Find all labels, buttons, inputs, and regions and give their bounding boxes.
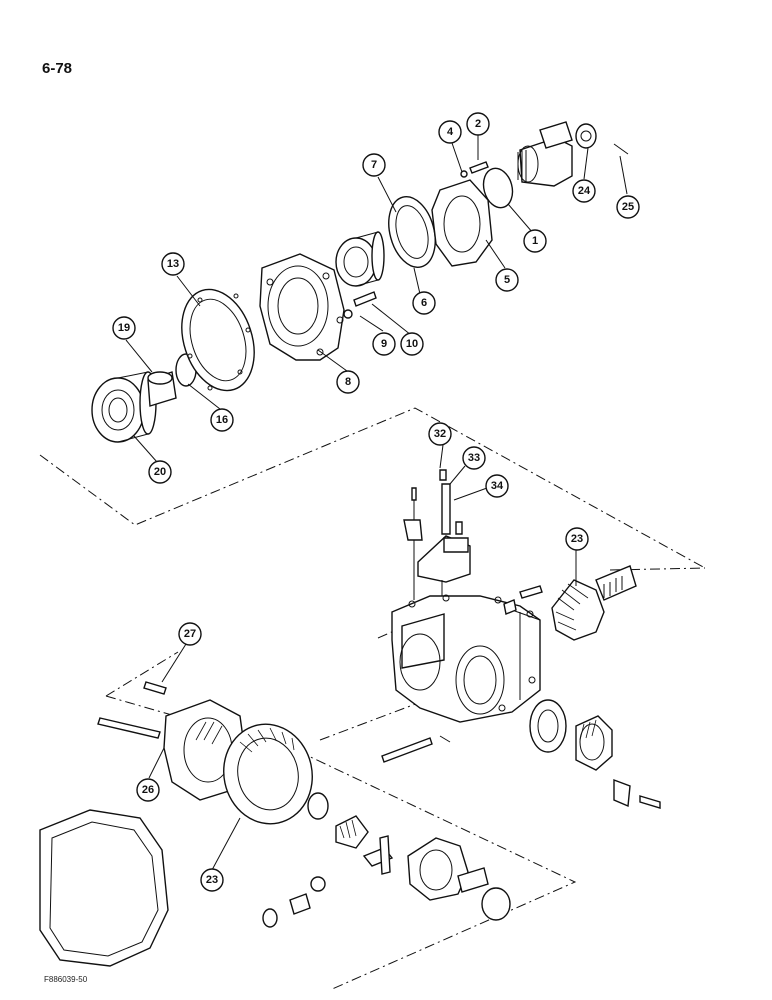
svg-text:2: 2 [475, 118, 481, 130]
callout-32: 32 [428, 422, 452, 446]
bearing-lower-right [529, 699, 613, 771]
carrier-assembly [319, 469, 706, 809]
callout-7: 7 [362, 153, 386, 177]
callout-2: 2 [466, 112, 490, 136]
differential-assembly [39, 651, 577, 991]
housing-part-8 [259, 253, 345, 361]
svg-text:4: 4 [447, 126, 454, 138]
cup-part-19 [147, 371, 177, 407]
upper-assembly [39, 121, 706, 569]
callout-19: 19 [112, 316, 136, 340]
retainer-part-5 [431, 179, 493, 267]
callout-9: 9 [372, 332, 396, 356]
seal-part-1 [482, 167, 514, 209]
bracket-bolts [403, 469, 471, 640]
yoke [517, 121, 573, 187]
ring-gear-part-23 [223, 723, 313, 825]
callout-25: 25 [616, 195, 640, 219]
callout-20: 20 [148, 460, 172, 484]
washer-part-9 [343, 309, 353, 319]
callout-10: 10 [400, 332, 424, 356]
callout-23-ring: 23 [200, 868, 224, 892]
svg-text:19: 19 [118, 322, 130, 334]
bolt-case-half [97, 717, 161, 739]
svg-text:26: 26 [142, 784, 154, 796]
callout-26: 26 [136, 778, 160, 802]
callout-5: 5 [495, 268, 519, 292]
callout-6: 6 [412, 291, 436, 315]
callout-34: 34 [485, 474, 509, 498]
lock-tab [613, 778, 631, 808]
svg-text:6: 6 [421, 297, 427, 309]
callout-8: 8 [336, 370, 360, 394]
svg-text:9: 9 [381, 338, 387, 350]
side-gear [335, 815, 369, 849]
svg-text:33: 33 [468, 452, 480, 464]
svg-text:10: 10 [406, 338, 418, 350]
bearing-upper [335, 231, 385, 287]
callout-13: 13 [161, 252, 185, 276]
bolt-part-10 [353, 291, 377, 307]
svg-text:34: 34 [491, 480, 504, 492]
washer-lower [262, 908, 278, 928]
callout-23-pinion: 23 [565, 527, 589, 551]
svg-text:23: 23 [571, 533, 583, 545]
svg-text:16: 16 [216, 414, 228, 426]
svg-text:13: 13 [167, 258, 179, 270]
svg-text:27: 27 [184, 628, 196, 640]
bearing-part-20 [91, 371, 157, 443]
cover [39, 809, 169, 967]
callout-27: 27 [178, 622, 202, 646]
nut-carrier [503, 599, 517, 615]
bolt-part-27 [143, 681, 167, 695]
screw-part-2 [469, 161, 489, 174]
leader-lines [125, 135, 628, 871]
svg-text:8: 8 [345, 376, 351, 388]
svg-text:20: 20 [154, 466, 166, 478]
callout-1: 1 [523, 229, 547, 253]
svg-text:32: 32 [434, 428, 446, 440]
callout-33: 33 [462, 446, 486, 470]
page-number: 6-78 [42, 60, 73, 77]
svg-text:1: 1 [532, 235, 538, 247]
figure-code: F886039-50 [44, 975, 88, 984]
carrier-housing [391, 594, 541, 723]
callout-4: 4 [438, 120, 462, 144]
svg-text:24: 24 [578, 185, 591, 197]
cotter [439, 735, 451, 743]
bearing-cone-lower [481, 887, 511, 921]
thrust-washer [307, 792, 329, 820]
spacer-lower [289, 893, 311, 915]
washer-part-4 [460, 170, 468, 178]
upper-assembly-boundary [39, 407, 706, 569]
svg-text:23: 23 [206, 874, 218, 886]
nut-part-24 [575, 123, 597, 149]
callout-16: 16 [210, 408, 234, 432]
bolt-carrier-right [519, 585, 543, 599]
pinion-gear-part-23 [551, 565, 637, 641]
svg-text:7: 7 [371, 159, 377, 171]
svg-text:25: 25 [622, 201, 634, 213]
svg-text:5: 5 [504, 274, 510, 286]
pinion-gear-small [310, 876, 326, 892]
bolt-lock-tab [639, 795, 661, 809]
pin-part-25 [613, 143, 629, 155]
spider [362, 835, 394, 875]
long-bolt [381, 737, 433, 763]
diff-case [407, 837, 489, 901]
gasket-part-13 [181, 288, 255, 392]
callout-24: 24 [572, 179, 596, 203]
gasket-part-6 [388, 196, 436, 268]
